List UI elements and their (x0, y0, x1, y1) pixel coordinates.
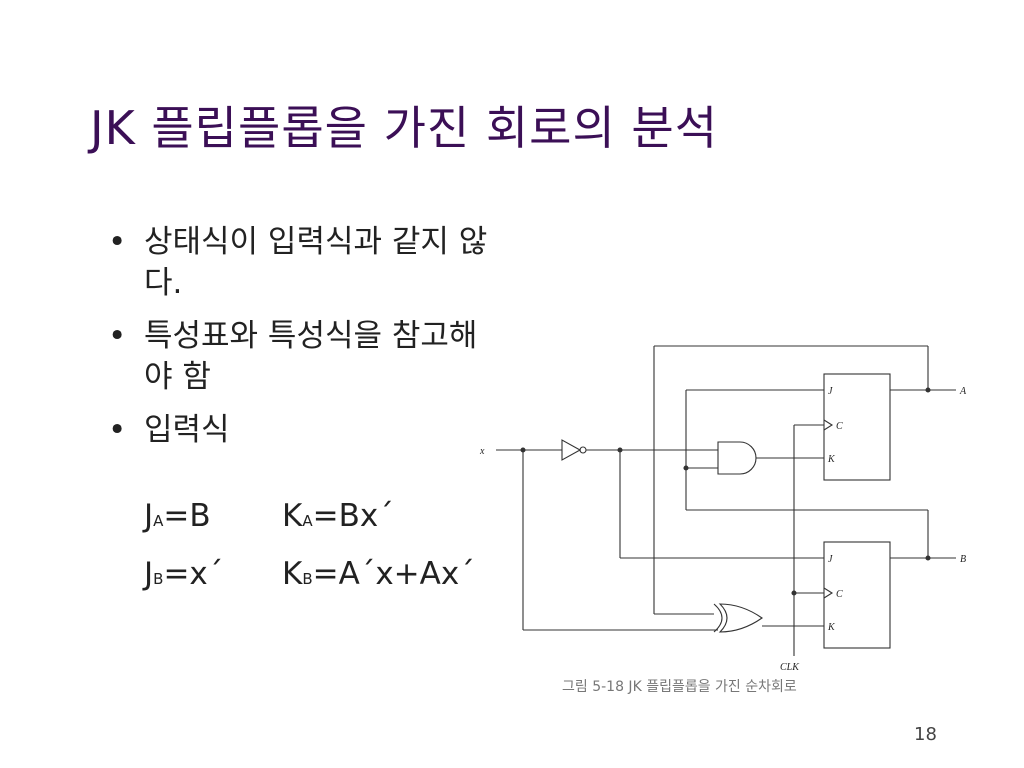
output-a-label: A (959, 386, 967, 397)
ff-a-k-label: K (827, 454, 836, 465)
equation-rhs: =B (163, 498, 211, 534)
slide-title: JK 플립플롭을 가진 회로의 분석 (90, 101, 719, 155)
bullet-list: • 상태식이 입력식과 같지 않다. • 특성표와 특성식을 참고해야 함 • … (108, 222, 488, 463)
equation-rhs: =x´ (163, 556, 224, 592)
figure-caption: 그림 5-18 JK 플립플롭을 가진 순차회로 (562, 679, 797, 695)
input-x-label: x (479, 446, 485, 457)
xor-gate (718, 603, 763, 633)
bullet-item: • 상태식이 입력식과 같지 않다. (108, 222, 488, 304)
equation-ka: KA=Bx´ (282, 498, 394, 534)
equation-subscript: B (153, 570, 164, 588)
circuit-diagram: J C K J C K x A B CLK (479, 345, 967, 673)
and-gate (717, 441, 757, 475)
equation-jb: JB=x´ (144, 556, 223, 592)
equation-subscript: B (302, 570, 313, 588)
equation-rhs: =Bx´ (312, 498, 394, 534)
clock-triangle-b (823, 587, 834, 599)
ff-a-j-label: J (828, 386, 833, 397)
bullet-icon: • (108, 224, 127, 260)
flipflop-b (823, 541, 891, 649)
xor-extra-arc (713, 603, 723, 633)
bullet-text: 상태식이 입력식과 같지 않다. (144, 224, 488, 301)
ff-b-c-label: C (836, 589, 843, 600)
output-b-label: B (960, 554, 966, 565)
equation-ja: JA=B (144, 498, 211, 534)
bullet-text: 입력식 (144, 412, 230, 448)
bullet-icon: • (108, 412, 127, 448)
circuit-figure: J C K J C K x A B CLK (478, 330, 968, 705)
bullet-text: 특성표와 특성식을 참고해야 함 (144, 318, 478, 395)
clock-triangle-a (823, 419, 834, 431)
equation-subscript: A (153, 512, 164, 530)
bullet-icon: • (108, 318, 127, 354)
ff-b-k-label: K (827, 622, 836, 633)
equation-symbol: J (144, 498, 154, 534)
equation-symbol: K (282, 498, 303, 534)
equation-kb: KB=A´x+Ax´ (282, 556, 475, 592)
bullet-item: • 특성표와 특성식을 참고해야 함 (108, 316, 488, 398)
clock-label: CLK (780, 662, 800, 673)
bullet-item: • 입력식 (108, 410, 488, 451)
equation-subscript: A (302, 512, 313, 530)
equation-symbol: J (144, 556, 154, 592)
equation-symbol: K (282, 556, 303, 592)
equation-rhs: =A´x+Ax´ (312, 556, 475, 592)
page-number: 18 (914, 724, 937, 745)
inverter-gate (561, 439, 582, 461)
ff-b-j-label: J (828, 554, 833, 565)
flipflop-a (823, 373, 891, 481)
ff-a-c-label: C (836, 421, 843, 432)
